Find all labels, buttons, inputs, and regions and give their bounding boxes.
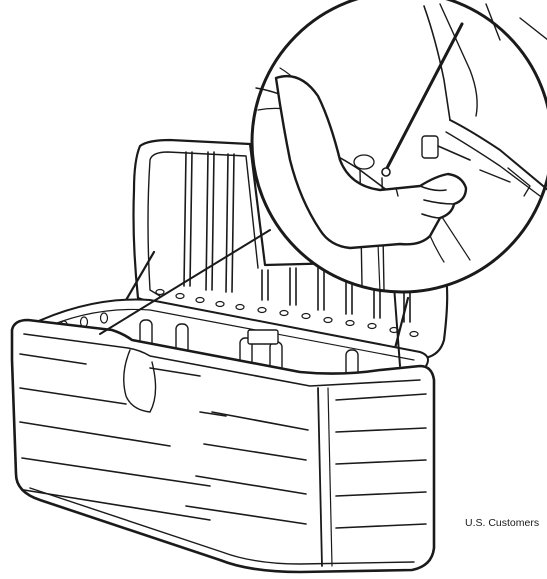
footer-text: U.S. Customers [465,516,547,530]
hand [274,74,468,250]
detail-callout [99,0,547,367]
front-grooves-left [19,353,227,521]
callout-leader-left [99,229,271,335]
detail-contents [255,3,547,293]
box-body [10,298,436,574]
lid-ribs [183,151,411,323]
lid-outline [132,138,449,360]
callout-leader-right [393,285,401,367]
lid-holes [155,288,419,338]
box-shell [10,318,436,574]
open-lid [102,138,449,362]
front-grooves-right [185,393,427,529]
detail-support-rod [384,22,464,172]
